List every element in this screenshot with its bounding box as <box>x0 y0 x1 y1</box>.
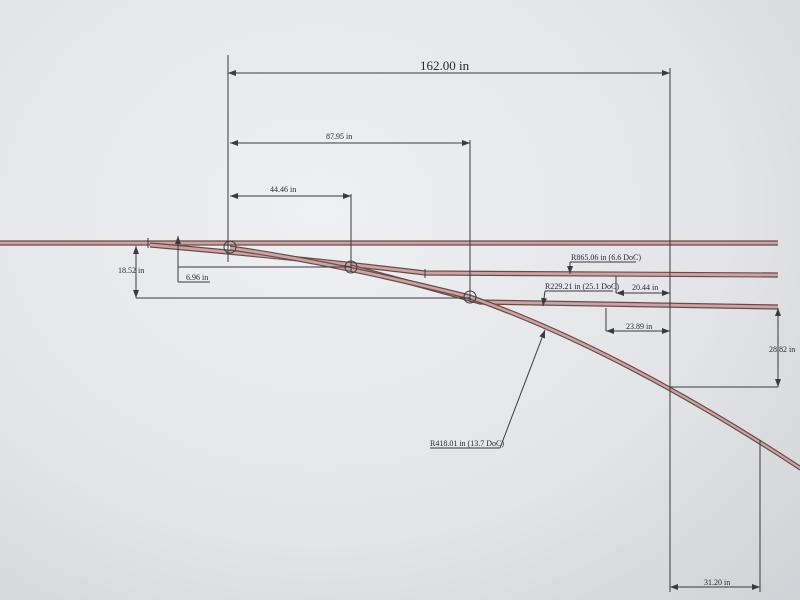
dim-vertical-right: 28.82 in <box>769 345 795 354</box>
radius-lower-label: R418.01 in (13.7 DoC) <box>430 439 504 448</box>
dim-bottom-right: 31.20 in <box>704 578 730 587</box>
radius-upper-label: R865.06 in (6.6 DoC) <box>571 253 641 262</box>
dim-second-turnout: 87.95 in <box>326 132 352 141</box>
dim-offset-small: 6.96 in <box>186 273 208 282</box>
dim-spacing-upper: 20.44 in <box>632 283 658 292</box>
turnout-point-1 <box>223 240 237 254</box>
dim-spacing-lower: 23.89 in <box>626 322 652 331</box>
main-track <box>0 238 778 248</box>
dim-first-turnout: 44.46 in <box>270 185 296 194</box>
dim-overall-length: 162.00 in <box>420 58 470 73</box>
lower-curved-track <box>229 245 800 471</box>
radius-middle-label: R229.21 in (25.1 DoC) <box>545 282 619 291</box>
dim-offset-total: 18.52 in <box>118 266 144 275</box>
tracks <box>0 238 800 471</box>
dimension-lines <box>133 55 781 592</box>
